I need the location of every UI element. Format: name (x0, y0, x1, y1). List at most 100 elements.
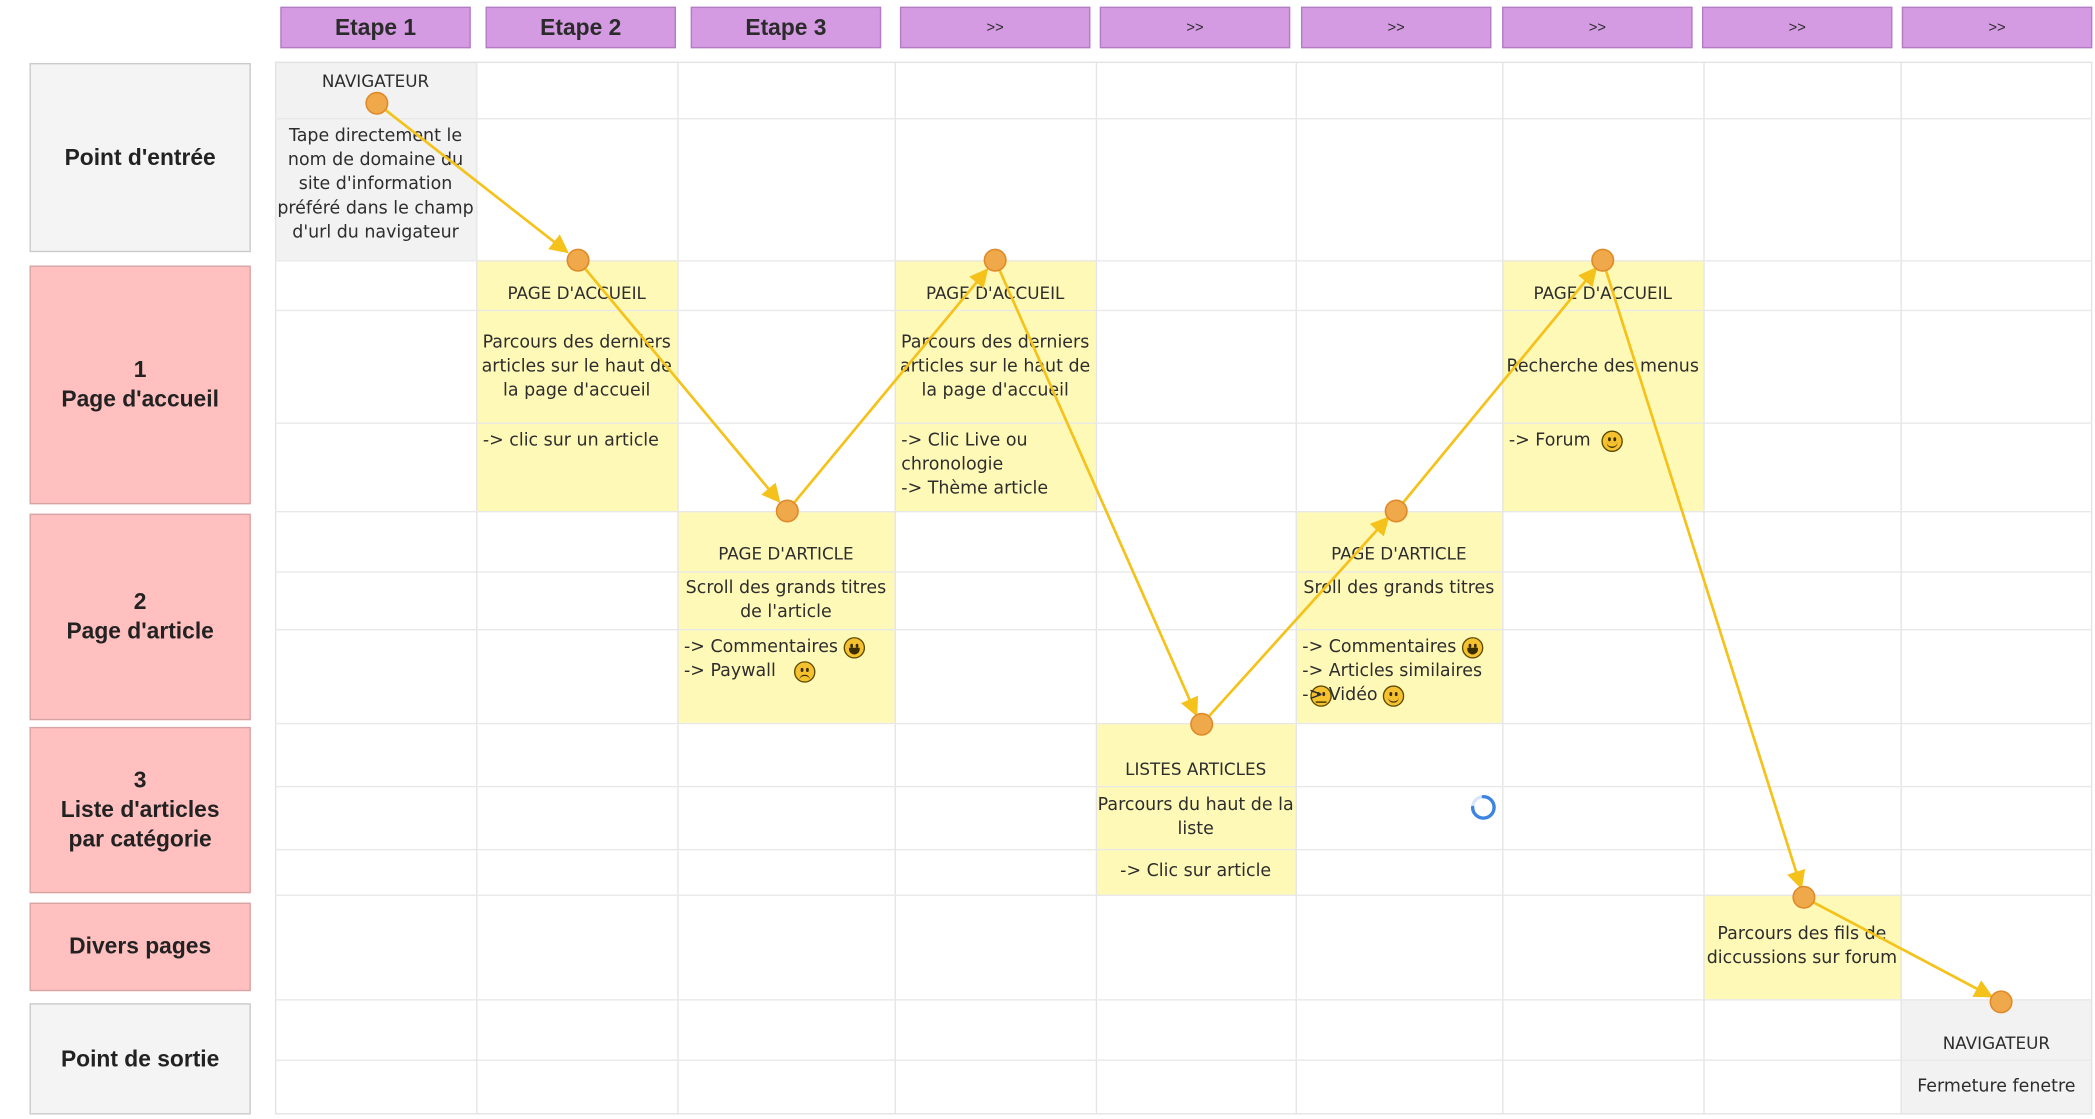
step-node[interactable] (775, 499, 799, 523)
flow-arrow-1-2 (376, 102, 569, 254)
step-3-action-paywall: -> Paywall (684, 660, 892, 684)
column-header-next-8[interactable]: >> (1701, 6, 1893, 49)
column-header-etape-3[interactable]: Etape 3 (690, 6, 882, 49)
cell-step-4 (894, 260, 1096, 511)
cell-step-2 (476, 260, 678, 511)
loading-spinner-icon (1470, 794, 1496, 820)
column-header-next-5[interactable]: >> (1099, 6, 1291, 49)
step-7-action: -> Forum (1509, 429, 1703, 453)
step-node[interactable] (983, 248, 1007, 272)
flow-arrow-3-4 (786, 268, 989, 512)
grid-row-line (274, 571, 2093, 573)
step-7-description: Recherche des menus (1506, 356, 1699, 377)
step-node[interactable] (1989, 990, 2013, 1014)
step-6-action-similar-label: -> Articles similaires (1302, 661, 1483, 682)
lane-point-sortie[interactable]: Point de sortie (29, 1003, 251, 1115)
flow-arrow-4-5 (993, 259, 1199, 717)
step-node[interactable] (1190, 712, 1214, 736)
step-3-action-comments-label: -> Commentaires (684, 637, 839, 658)
step-6-action-video: -> Vidéo (1302, 684, 1503, 708)
grid-row-line (274, 999, 2093, 1001)
column-header-next-9[interactable]: >> (1901, 6, 2093, 49)
cell-step-3 (677, 510, 895, 723)
grid-row-line (274, 510, 2093, 513)
column-header-next-4[interactable]: >> (899, 6, 1091, 49)
flow-arrow-5-6 (1200, 516, 1390, 726)
grid-row-line (274, 118, 2093, 120)
grid-row-line (274, 722, 2093, 725)
grid-column-line (1502, 61, 1504, 1115)
lane-page-accueil[interactable]: 1 Page d'accueil (29, 265, 251, 505)
grid-row-line (274, 1059, 2093, 1061)
step-9-description: Fermeture fenetre (1917, 1076, 2076, 1098)
flow-arrow-2-3 (577, 259, 781, 504)
step-1-description: Tape directement le nom de domaine du si… (277, 126, 474, 243)
step-node[interactable] (365, 91, 389, 115)
step-node[interactable] (1384, 499, 1408, 523)
neutral-face-icon (1310, 684, 1332, 707)
lane-divers-pages[interactable]: Divers pages (29, 902, 251, 992)
step-9-title: NAVIGATEUR (1942, 1032, 2051, 1053)
column-header-next-7[interactable]: >> (1502, 6, 1693, 49)
column-header-next-6[interactable]: >> (1300, 6, 1492, 49)
column-header-etape-2[interactable]: Etape 2 (485, 6, 676, 49)
step-3-description: Scroll des grands titres de l'article (685, 578, 887, 623)
grid-row-line (274, 422, 2093, 424)
cell-step-5 (1095, 722, 1296, 895)
grid-row-line (274, 260, 2093, 262)
smiling-face-icon (1382, 684, 1405, 707)
lane-liste-articles[interactable]: 3 Liste d'articles par catégorie (29, 726, 251, 894)
step-3-action-comments: -> Commentaires (684, 636, 892, 660)
lane-point-entree[interactable]: Point d'entrée (29, 63, 251, 253)
step-6-action-comments-label: -> Commentaires (1302, 637, 1457, 658)
step-8-description: Parcours des fils de diccussions sur for… (1706, 924, 1898, 969)
step-4-title: PAGE D'ACCUEIL (925, 282, 1065, 304)
step-node[interactable] (566, 248, 590, 272)
grinning-face-icon (1461, 636, 1484, 658)
grid-row-line (274, 785, 2093, 788)
step-6-action-similar: -> Articles similaires (1302, 660, 1503, 708)
cell-step-9 (1900, 999, 2093, 1115)
grid-column-line (1703, 61, 1705, 1115)
step-6-action-video-label: -> Vidéo (1302, 685, 1378, 706)
step-1-title: NAVIGATEUR (321, 71, 430, 92)
step-7-title: PAGE D'ACCUEIL (1533, 282, 1672, 304)
step-2-description: Parcours des derniers articles sur le ha… (481, 332, 672, 402)
grid-column-line (894, 61, 896, 1115)
grid-column-line (476, 61, 478, 1115)
lane-page-article[interactable]: 2 Page d'article (29, 513, 251, 721)
step-4-action: -> Clic Live ou chronologie -> Thème art… (901, 430, 1049, 499)
smiling-face-icon (1601, 429, 1623, 452)
step-node[interactable] (1792, 885, 1816, 909)
grid-column-line (1295, 61, 1297, 1115)
flow-arrow-8-9 (1803, 896, 1994, 998)
step-5-title: LISTES ARTICLES (1125, 759, 1267, 780)
column-header-etape-1[interactable]: Etape 1 (280, 6, 471, 49)
grid-row-line (274, 309, 2093, 312)
cell-step-8 (1703, 894, 1901, 1000)
grid-row-line (274, 848, 2093, 851)
step-5-action: -> Clic sur article (1120, 861, 1272, 882)
step-6-title: PAGE D'ARTICLE (1331, 543, 1467, 564)
step-node[interactable] (1591, 248, 1615, 272)
step-2-action: -> clic sur un article (482, 430, 659, 451)
flow-arrow-7-8 (1601, 259, 1806, 890)
step-6-description: Sroll des grands titres (1303, 578, 1495, 599)
step-4-description: Parcours des derniers articles sur le ha… (900, 332, 1091, 402)
flow-arrow-6-7 (1395, 266, 1598, 512)
grid-row-line (274, 629, 2093, 631)
step-7-action-label: -> Forum (1508, 430, 1591, 451)
step-3-title: PAGE D'ARTICLE (718, 543, 854, 564)
grid-column-line (1900, 61, 1902, 1115)
journey-grid (274, 61, 2093, 1115)
step-6-action-comments: -> Commentaires (1302, 636, 1503, 660)
grid-column-line (1095, 61, 1098, 1115)
step-5-description: Parcours du haut de la liste (1097, 795, 1294, 840)
step-3-action-paywall-label: -> Paywall (684, 661, 776, 682)
confused-face-icon (794, 660, 817, 683)
grid-row-line (274, 894, 2093, 896)
grid-column-line (677, 61, 679, 1115)
grinning-face-icon (843, 636, 865, 658)
